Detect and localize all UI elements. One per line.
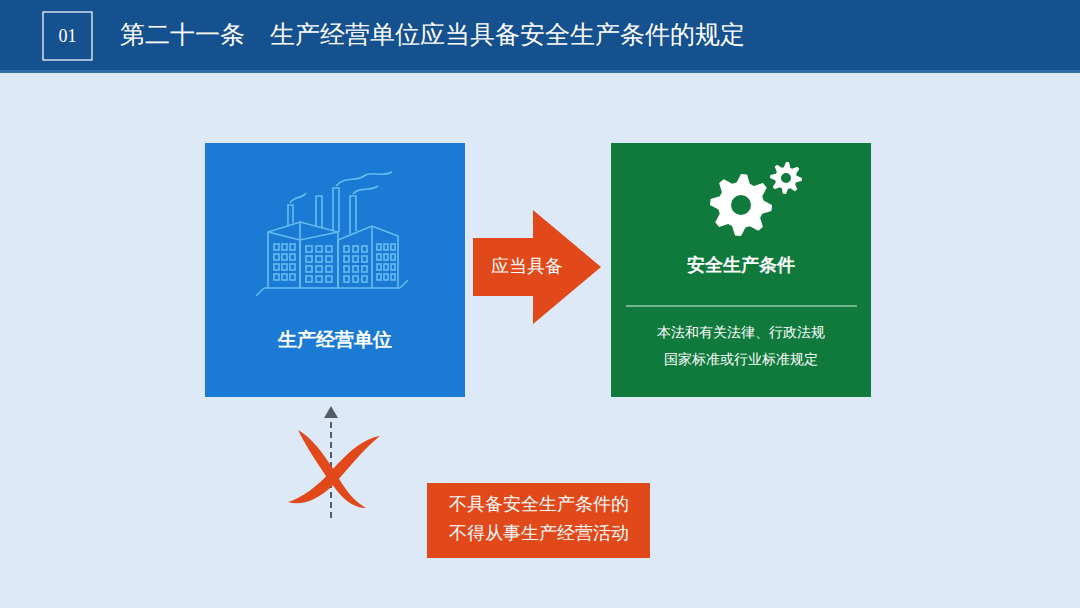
section-number: 01 <box>43 12 92 60</box>
arrow-head <box>324 406 338 418</box>
node-heading: 生产经营单位 <box>225 327 445 354</box>
warning-callout: 不具备安全生产条件的 不得从事生产经营活动 <box>427 483 650 558</box>
arrow-label: 应当具备 <box>477 253 577 279</box>
header-bar <box>0 0 1080 70</box>
unit-box: 生产经营单位 <box>205 143 465 397</box>
node-heading: 不具备安全生产条件的 不得从事生产经营活动 <box>446 490 632 548</box>
gear-icon <box>710 174 772 236</box>
header-rule <box>0 70 1080 73</box>
cross-mark <box>288 430 380 508</box>
factory-icon <box>256 172 408 296</box>
block-arrow <box>473 210 601 324</box>
gear-icon <box>770 162 802 194</box>
separator-line <box>626 305 857 306</box>
slide-title: 第二十一条 生产经营单位应当具备安全生产条件的规定 <box>120 17 745 53</box>
node-body: 本法和有关法律、行政法规 国家标准或行业标准规定 <box>655 319 827 374</box>
node-heading: 安全生产条件 <box>631 253 851 278</box>
number-frame <box>43 12 92 60</box>
